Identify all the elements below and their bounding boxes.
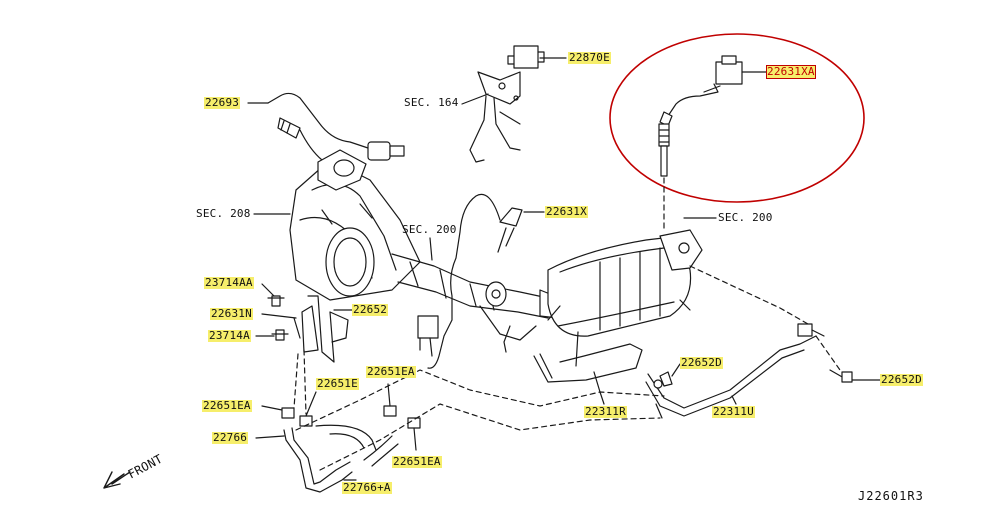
highlight-ellipse xyxy=(609,33,865,203)
bracket-22652-drawing xyxy=(267,295,349,363)
label-22651e: 22651E xyxy=(316,377,359,390)
label-22766a: 22766+A xyxy=(342,481,392,494)
leader-22311r xyxy=(599,391,605,405)
sensor-22631xa-drawing xyxy=(658,55,743,177)
bolt-22652d-right-drawing xyxy=(829,369,853,383)
label-22652: 22652 xyxy=(352,303,389,316)
leader-sec200a xyxy=(429,237,433,261)
label-sec200-a: SEC. 200 xyxy=(402,223,457,236)
label-22651ea-1: 22651EA xyxy=(202,399,252,412)
label-22766: 22766 xyxy=(212,431,249,444)
leader-22651e xyxy=(305,391,317,417)
label-sec208: SEC. 208 xyxy=(196,207,251,220)
sensor-22693-drawing xyxy=(267,92,405,161)
front-pipe-drawing xyxy=(391,253,561,353)
label-22652d-2: 22652D xyxy=(880,373,923,386)
leader-22651ea-3 xyxy=(413,427,417,451)
label-22651ea-3: 22651EA xyxy=(392,455,442,468)
label-22651ea-2: 22651EA xyxy=(366,365,416,378)
leader-22651ea-1 xyxy=(261,405,283,411)
leader-22652d-1 xyxy=(671,363,681,377)
label-22631n: 22631N xyxy=(210,307,253,320)
leader-22631n xyxy=(261,313,297,319)
label-sec164: SEC. 164 xyxy=(404,96,459,109)
diesel-particulate-filter-drawing xyxy=(547,229,703,367)
label-sec200-b: SEC. 200 xyxy=(718,211,773,224)
dashed-routing xyxy=(293,265,841,471)
front-arrow-icon xyxy=(103,471,131,489)
label-22870e: 22870E xyxy=(568,51,611,64)
label-22631x: 22631X xyxy=(545,205,588,218)
sensor-22631x-drawing xyxy=(417,193,523,369)
catalytic-converter-drawing xyxy=(289,149,421,301)
leader-23714aa xyxy=(261,283,275,297)
pressure-sensor-22870e-drawing xyxy=(469,45,545,163)
diagram-reference-code: J22601R3 xyxy=(858,489,924,503)
label-22652d-1: 22652D xyxy=(680,356,723,369)
leader-22651ea-2 xyxy=(387,383,391,407)
label-22693: 22693 xyxy=(204,96,241,109)
leader-22766 xyxy=(255,435,285,439)
leader-sec164 xyxy=(461,93,489,105)
bolt-22652d-left-drawing xyxy=(659,371,673,387)
label-23714a: 23714A xyxy=(208,329,251,342)
hoses-22766-drawing xyxy=(281,405,421,493)
label-22311u: 22311U xyxy=(712,405,755,418)
label-23714aa: 23714AA xyxy=(204,276,254,289)
leader-22311u xyxy=(731,395,737,405)
label-22311r: 22311R xyxy=(584,405,627,418)
label-22631xa: 22631XA xyxy=(766,65,816,79)
tubes-22311-drawing xyxy=(533,323,825,419)
